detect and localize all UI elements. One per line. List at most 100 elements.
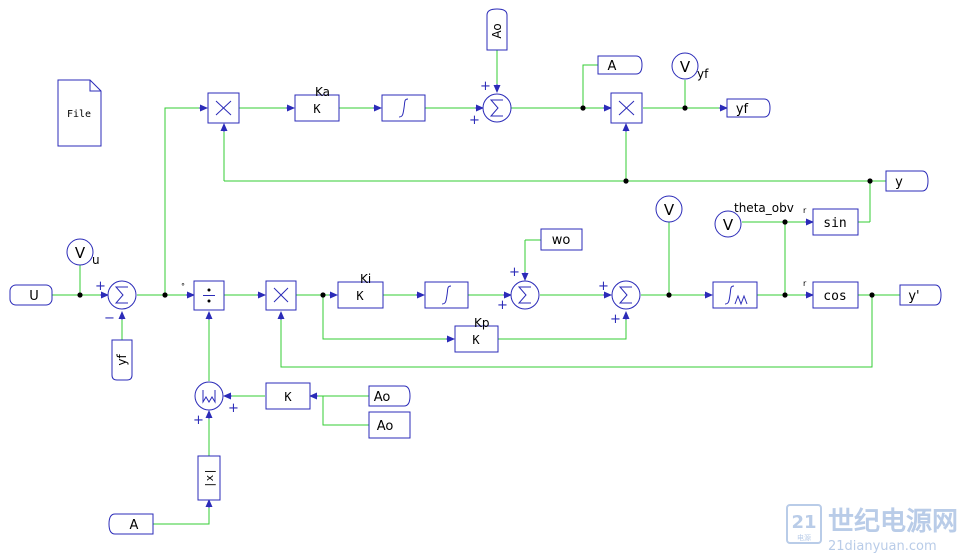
port-r-mark: r <box>803 279 807 288</box>
cos-block[interactable]: cos <box>812 281 859 309</box>
watermark-title: 世纪电源网 <box>828 506 958 537</box>
integral-icon <box>398 98 409 118</box>
gain-ka-label: Ka <box>315 85 330 99</box>
abs-block-text: |x| <box>203 468 216 488</box>
gain-ki[interactable]: K Ki <box>337 272 384 309</box>
file-icon <box>89 80 101 92</box>
gain-k-bottom[interactable]: K <box>265 382 311 410</box>
sum-junction-top[interactable] <box>482 93 512 123</box>
sigma-icon <box>489 99 503 117</box>
wire-theta-to-sin <box>784 221 813 295</box>
tag-yf-output-label: yf <box>736 102 749 117</box>
resettable-integrator[interactable] <box>712 281 758 309</box>
sigma-icon <box>618 286 632 304</box>
sum-junction-mid[interactable] <box>510 280 540 310</box>
tag-y-output[interactable]: y <box>885 170 929 192</box>
sum-junction-input[interactable] <box>107 280 137 310</box>
tag-wo-label: wo <box>552 233 571 248</box>
tag-a-bottom-label: A <box>130 518 139 533</box>
sign-plus: + <box>193 413 204 428</box>
tag-a-top-label: A <box>608 59 617 74</box>
multiply-icon <box>618 100 635 116</box>
tag-wo[interactable]: wo <box>540 228 583 251</box>
tag-y-output-label: y <box>895 175 903 190</box>
tag-yp-output-label: y' <box>908 289 919 304</box>
tag-ao-top-label: Ao <box>490 23 504 38</box>
junction-dots <box>77 105 875 298</box>
sin-block-text: sin <box>823 216 846 231</box>
watermark-logo-sub: 电源 <box>797 533 811 542</box>
watermark-logo: 21 <box>791 512 816 533</box>
gain-kp[interactable]: K Kp <box>454 316 499 353</box>
sign-labels: + − + + + + + + + + <box>95 79 621 428</box>
multiplier-top-left[interactable] <box>207 92 240 124</box>
file-label: File <box>67 109 91 120</box>
cos-block-text: cos <box>823 289 846 304</box>
wire-yp-feedback <box>280 295 873 368</box>
sigma-icon <box>517 286 531 304</box>
sum-junction-right[interactable] <box>611 280 641 310</box>
wire-ao2-to-k <box>322 396 369 426</box>
probe-v-theta-symbol: V <box>723 216 734 234</box>
abs-block[interactable]: |x| <box>197 455 221 501</box>
port-degree-mark: ° <box>181 282 185 291</box>
gain-ki-label: Ki <box>360 272 371 286</box>
probe-v-theta[interactable]: V theta_obv <box>714 201 794 238</box>
watermark: 21 电源 世纪电源网 21dianyuan.com <box>786 504 958 554</box>
gain-ka[interactable]: K Ka <box>294 85 340 122</box>
tag-ao-top[interactable]: Ao <box>486 8 508 51</box>
probe-vu[interactable]: V u <box>66 238 100 267</box>
port-r-mark: r <box>803 206 807 215</box>
sigma-icon <box>114 286 128 304</box>
probe-vyf[interactable]: V yf <box>671 52 709 81</box>
multiply-icon <box>273 287 289 303</box>
tag-yf-feedback-label: yf <box>115 354 129 366</box>
sign-plus: + <box>469 113 480 128</box>
port-markers: ° r r <box>181 206 807 291</box>
tag-u-label: U <box>29 289 39 304</box>
tag-ao-2[interactable]: Ao <box>368 411 411 439</box>
tag-ao-1[interactable]: Ao <box>368 385 411 407</box>
probe-vu-label: u <box>92 253 100 267</box>
tag-a-bottom[interactable]: A <box>108 513 154 535</box>
sign-plus: + <box>509 265 520 280</box>
sign-plus: + <box>95 279 106 294</box>
file-block[interactable]: File <box>57 79 102 147</box>
reset-icon <box>734 294 748 306</box>
integrator-mid[interactable] <box>424 281 469 309</box>
tag-ao-1-label: Ao <box>374 390 391 405</box>
tag-yf-output[interactable]: yf <box>726 98 771 118</box>
sign-plus: + <box>598 279 609 294</box>
wire-to-tag-a <box>582 64 598 108</box>
rms-icon <box>202 390 216 404</box>
multiply-icon <box>215 100 232 116</box>
watermark-logo-icon <box>786 504 822 544</box>
sin-block[interactable]: sin <box>812 208 859 236</box>
tag-u-input[interactable]: U <box>9 284 53 306</box>
probe-vyf-label: yf <box>697 67 709 81</box>
probe-v-mid[interactable]: V <box>655 195 683 223</box>
tag-yp-output[interactable]: y' <box>899 284 942 306</box>
divider-block[interactable] <box>193 280 225 311</box>
sign-plus: + <box>228 401 239 416</box>
rms-block[interactable] <box>194 381 224 411</box>
integral-icon <box>441 285 452 305</box>
probe-v-theta-label: theta_obv <box>734 201 794 215</box>
probe-vu-symbol: V <box>75 244 86 262</box>
integrator-top[interactable] <box>381 94 426 122</box>
wire-to-top-multiplier <box>164 107 207 295</box>
multiplier-top-right[interactable] <box>610 92 643 124</box>
gain-kp-label: Kp <box>474 316 490 330</box>
tag-yf-feedback[interactable]: yf <box>111 339 133 381</box>
sign-plus: + <box>610 312 621 327</box>
probe-vyf-symbol: V <box>680 58 691 76</box>
sign-minus: − <box>104 311 115 326</box>
multiplier-mid[interactable] <box>265 280 297 311</box>
tag-a-top[interactable]: A <box>597 55 643 75</box>
gain-k-bottom-text: K <box>284 390 292 404</box>
integral-icon <box>724 285 735 305</box>
gain-ka-text: K <box>313 102 321 116</box>
gain-kp-text: K <box>472 333 480 347</box>
sign-plus: + <box>497 298 508 313</box>
